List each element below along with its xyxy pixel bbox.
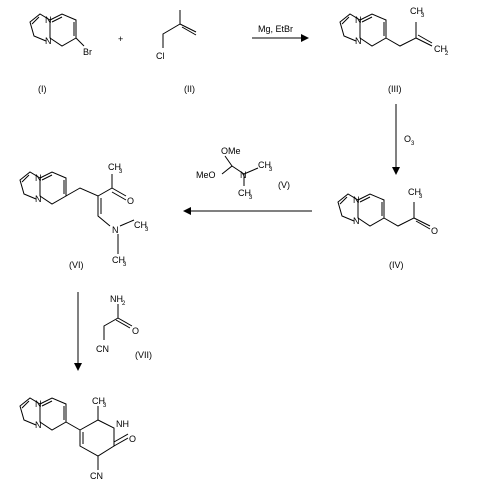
- compound-vii-structure: NH 2 O CN: [96, 294, 139, 354]
- compound-vii-label: (VII): [135, 350, 152, 360]
- svg-text:N: N: [45, 15, 52, 25]
- svg-text:CH: CH: [408, 187, 421, 197]
- svg-text:O: O: [132, 326, 139, 336]
- svg-text:CH: CH: [238, 188, 251, 198]
- svg-text:N: N: [45, 36, 52, 46]
- svg-text:Cl: Cl: [156, 51, 165, 61]
- svg-text:N: N: [112, 225, 119, 235]
- svg-text:CH: CH: [112, 255, 125, 265]
- compound-iv-label: (IV): [389, 260, 404, 270]
- final-product-structure: N N CH 3 NH O CN: [19, 396, 136, 481]
- svg-text:N: N: [353, 195, 360, 205]
- compound-v-structure: OMe MeO N CH 3 CH 3: [196, 146, 273, 201]
- compound-i-structure: N N Br: [29, 13, 92, 57]
- svg-text:NH: NH: [110, 294, 123, 304]
- svg-text:3: 3: [119, 169, 123, 175]
- svg-text:N: N: [240, 170, 247, 180]
- compound-ii-label: (II): [184, 84, 195, 94]
- svg-text:CH: CH: [108, 162, 121, 172]
- compound-vi-structure: N N CH 3 O N CH 3 CH 3: [19, 162, 149, 268]
- svg-text:CN: CN: [96, 344, 109, 354]
- svg-text:N: N: [353, 216, 360, 226]
- svg-text:MeO: MeO: [196, 170, 216, 180]
- svg-text:N: N: [355, 15, 362, 25]
- svg-text:CH: CH: [434, 44, 447, 54]
- compound-iii-structure: N N CH 3 CH 2: [339, 6, 449, 57]
- svg-text:O: O: [127, 196, 134, 206]
- svg-text:3: 3: [411, 141, 415, 147]
- svg-text:3: 3: [249, 195, 253, 201]
- compound-iii-label: (III): [388, 84, 402, 94]
- compound-ii-structure: Cl: [156, 10, 197, 61]
- reagent-step1: Mg, EtBr: [258, 24, 293, 34]
- svg-text:CH: CH: [258, 160, 271, 170]
- compound-v-label: (V): [278, 180, 290, 190]
- svg-text:2: 2: [122, 301, 126, 307]
- svg-text:3: 3: [145, 227, 149, 233]
- svg-text:Br: Br: [83, 47, 92, 57]
- svg-text:N: N: [35, 173, 42, 183]
- svg-text:O: O: [431, 226, 438, 236]
- svg-text:3: 3: [103, 403, 107, 409]
- compound-iv-structure: N N CH 3 O: [337, 187, 438, 236]
- svg-text:CN: CN: [90, 471, 103, 481]
- svg-text:NH: NH: [116, 419, 129, 429]
- svg-text:3: 3: [269, 167, 273, 173]
- svg-text:O: O: [129, 434, 136, 444]
- svg-text:3: 3: [419, 194, 423, 200]
- svg-text:2: 2: [445, 51, 449, 57]
- svg-text:OMe: OMe: [221, 146, 241, 156]
- plus-sign: +: [118, 34, 123, 44]
- compound-vi-label: (VI): [69, 260, 84, 270]
- svg-text:N: N: [35, 399, 42, 409]
- svg-text:N: N: [355, 36, 362, 46]
- reagent-step2: O: [404, 134, 411, 144]
- svg-text:CH: CH: [410, 6, 423, 16]
- svg-text:3: 3: [421, 13, 425, 19]
- svg-text:3: 3: [123, 262, 127, 268]
- svg-text:CH: CH: [134, 220, 147, 230]
- compound-i-label: (I): [38, 84, 47, 94]
- svg-text:N: N: [35, 420, 42, 430]
- svg-text:N: N: [35, 194, 42, 204]
- svg-text:CH: CH: [92, 396, 105, 406]
